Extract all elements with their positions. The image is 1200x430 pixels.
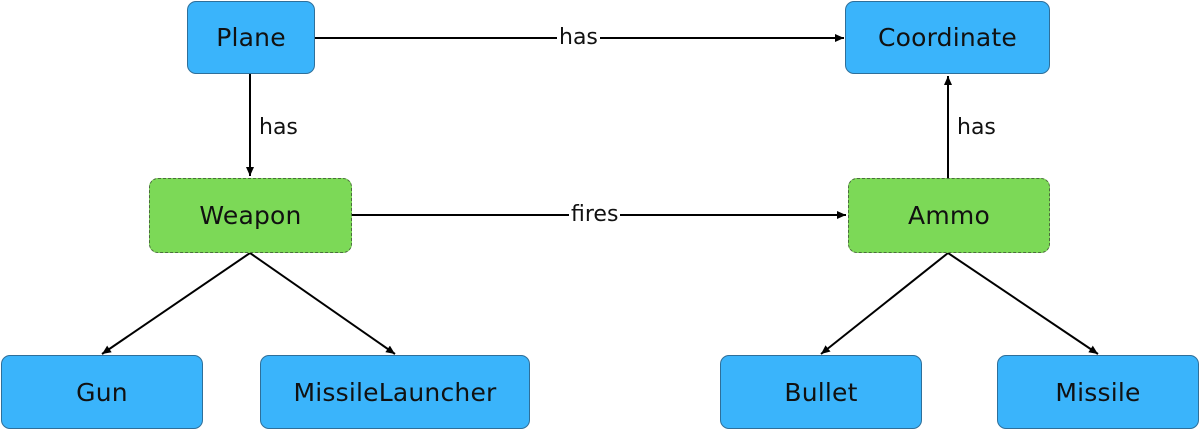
node-plane[interactable]: Plane [187, 1, 315, 74]
node-missile-launcher[interactable]: MissileLauncher [260, 355, 530, 429]
edge-ammo-bullet [820, 252, 949, 355]
edge-label-plane-weapon: has [257, 115, 300, 140]
node-gun[interactable]: Gun [1, 355, 203, 429]
node-missile[interactable]: Missile [997, 355, 1199, 429]
edge-weapon-missile-launcher [249, 252, 396, 355]
node-weapon[interactable]: Weapon [149, 178, 352, 253]
node-ammo[interactable]: Ammo [848, 178, 1050, 253]
edge-label-ammo-coordinate: has [955, 115, 998, 140]
node-coordinate[interactable]: Coordinate [845, 1, 1050, 74]
node-bullet[interactable]: Bullet [720, 355, 922, 429]
edge-ammo-missile [947, 252, 1099, 355]
edge-weapon-gun [101, 252, 251, 355]
edge-label-weapon-ammo: fires [569, 202, 621, 227]
edge-label-plane-coordinate: has [557, 25, 600, 50]
